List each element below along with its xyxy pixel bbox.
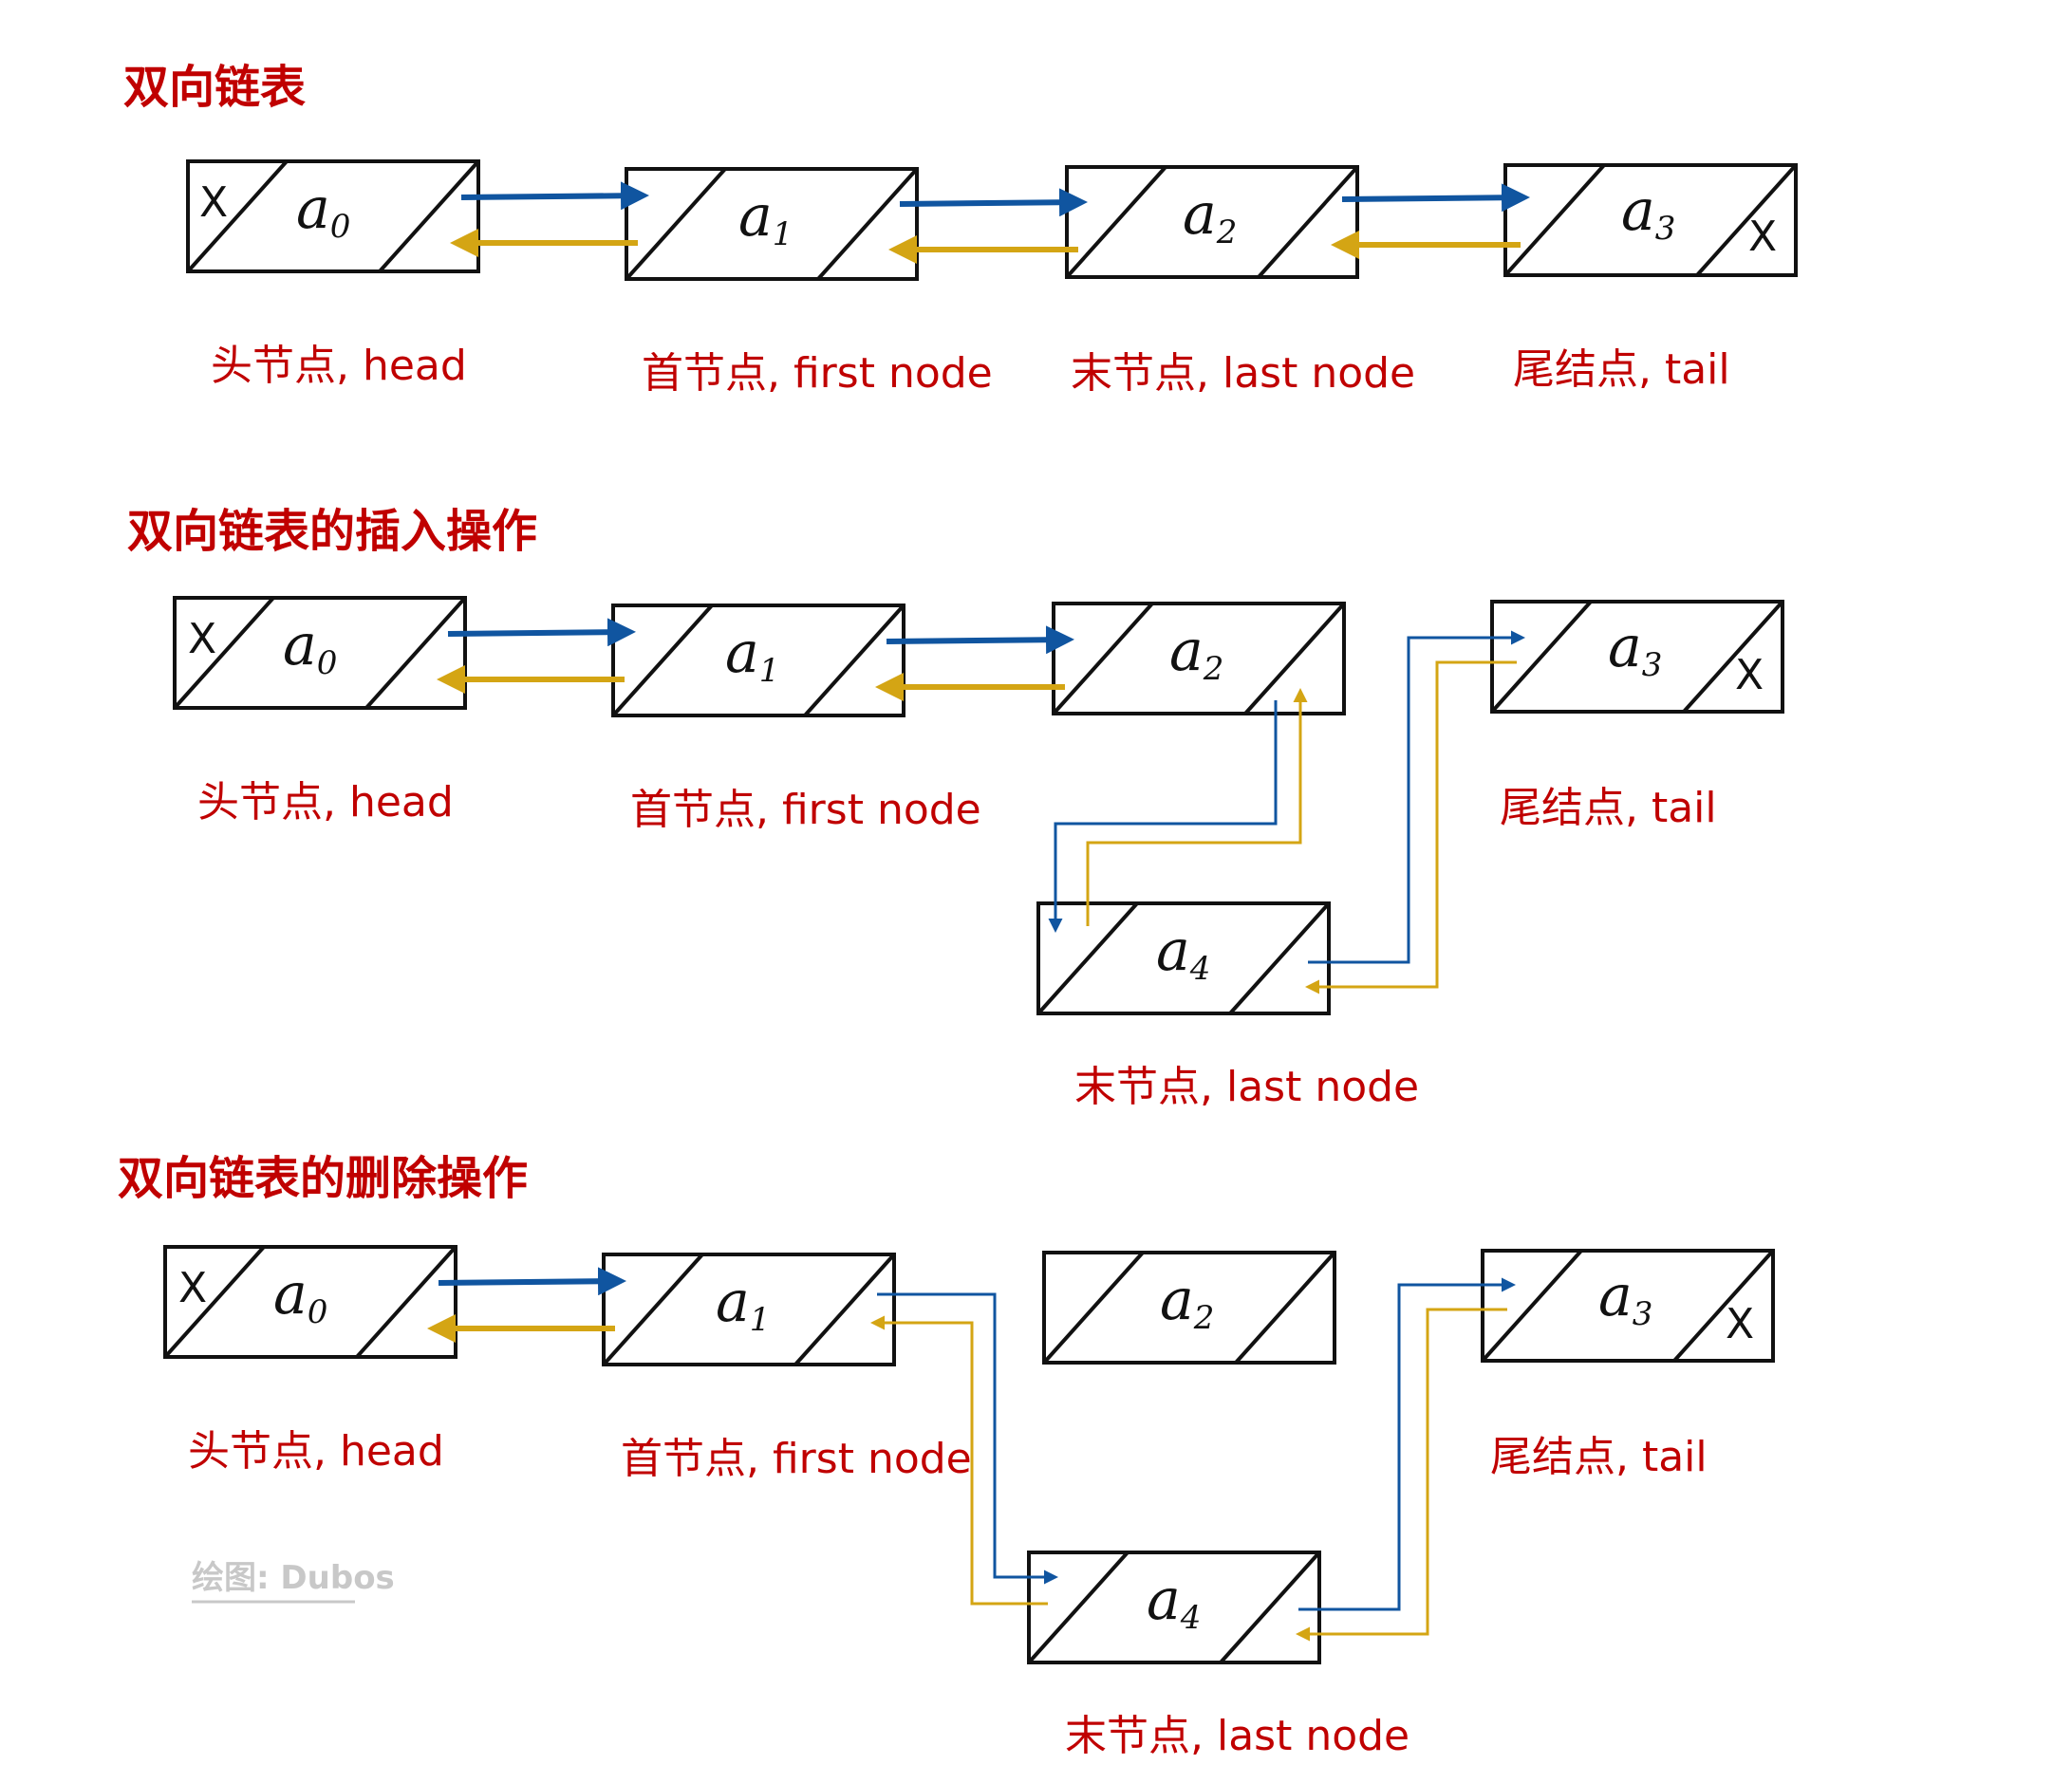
s2-node-a1: a1 [611,604,905,717]
node-label: a0 [283,612,337,682]
next-pointer-arrow [886,625,1074,655]
prev-pointer-arrow [870,1315,1048,1606]
node-label: a3 [1621,177,1675,248]
label-tail: 尾结点, tail [1490,1433,1708,1481]
section-3-title: 双向链表的删除操作 [118,1152,528,1205]
node-label: a1 [725,620,779,690]
node-label: a2 [1183,181,1237,251]
s2-node-a2: a2 [1052,602,1346,715]
node-label: a4 [1147,1567,1201,1637]
null-mark: X [188,615,216,663]
s3-node-a0: X a0 [163,1245,457,1359]
section-1-title: 双向链表 [123,61,306,114]
null-mark: X [1735,651,1764,699]
null-mark: X [1748,213,1777,261]
s2-node-a4: a4 [1036,901,1331,1015]
node-label: a1 [716,1269,770,1339]
node-label: a0 [296,176,350,246]
null-mark: X [178,1264,207,1312]
next-pointer-arrow [447,618,636,647]
label-last-node: 末节点, last node [1071,349,1415,398]
label-last-node: 末节点, last node [1065,1712,1409,1760]
label-head: 头节点, head [188,1427,444,1476]
section-2-title: 双向链表的插入操作 [127,505,537,558]
node-label: a2 [1160,1267,1214,1337]
next-pointer-arrow [899,188,1088,217]
next-pointer-arrow [1298,1277,1516,1611]
s3-node-a4: a4 [1027,1551,1321,1664]
label-first-node: 首节点, first node [621,1435,972,1483]
node-label: a0 [273,1261,327,1331]
node-label: a3 [1598,1263,1652,1333]
next-pointer-arrow [1048,700,1278,933]
next-pointer-arrow [1308,630,1525,964]
prev-pointer-arrow [1305,660,1517,994]
node-label: a2 [1169,618,1223,688]
s2-node-a0: X a0 [173,596,467,710]
label-last-node: 末节点, last node [1074,1063,1419,1111]
s3-node-a2-removed: a2 [1042,1251,1336,1365]
null-mark: X [1726,1300,1754,1348]
node-label: a1 [738,183,793,253]
label-head: 头节点, head [197,778,454,826]
prev-pointer-arrow [1086,688,1308,926]
node-label: a4 [1156,918,1210,988]
label-tail: 尾结点, tail [1500,784,1717,832]
prev-pointer-arrow [1296,1308,1507,1642]
s2-node-a3: a3 X [1490,600,1784,714]
next-pointer-arrow [460,181,649,211]
node-label: a3 [1608,614,1662,684]
credit-watermark: 绘图: Dubos [192,1559,395,1597]
s1-node-a1: a1 [625,167,919,281]
label-head: 头节点, head [211,342,467,390]
s1-node-a2: a2 [1065,165,1359,279]
next-pointer-arrow [438,1267,626,1296]
label-tail: 尾结点, tail [1513,345,1730,394]
next-pointer-arrow [1341,183,1530,213]
null-mark: X [199,178,228,227]
label-first-node: 首节点, first node [642,349,993,398]
label-first-node: 首节点, first node [630,786,981,834]
s3-node-a3: a3 X [1481,1249,1775,1363]
s1-node-a3: a3 X [1503,163,1798,277]
s1-node-a0: X a0 [186,159,480,273]
s3-node-a1: a1 [602,1253,896,1366]
next-pointer-arrow [877,1292,1058,1585]
